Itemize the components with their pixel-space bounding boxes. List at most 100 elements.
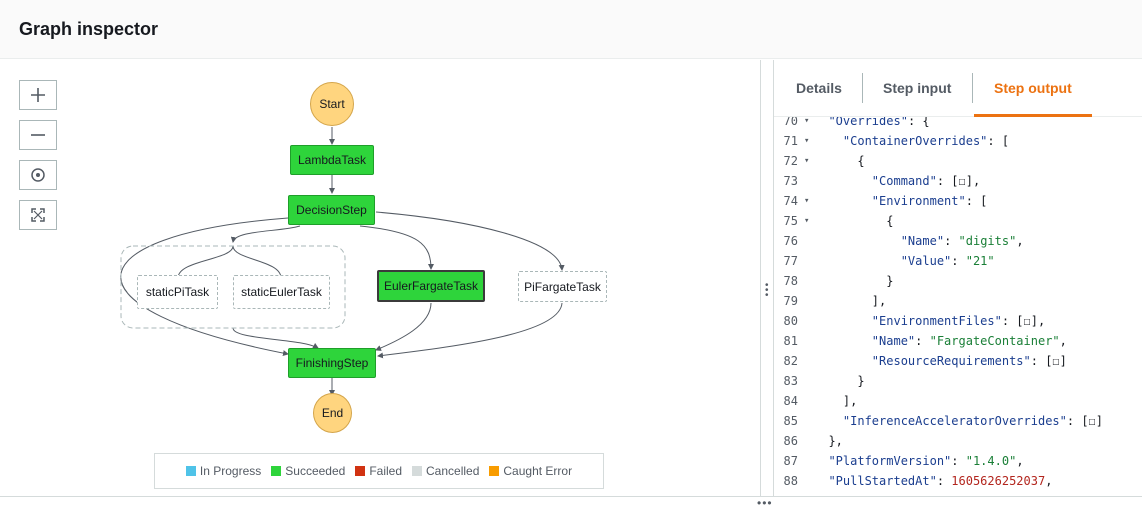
fold-toggle-icon[interactable]: ▾ [804,117,810,126]
page-title: Graph inspector [19,19,159,39]
static-euler-task-node[interactable]: staticEulerTask [233,275,330,309]
code-line: 73 "Command": [☐], [774,171,1142,191]
code-line: 83 } [774,371,1142,391]
target-icon [31,168,45,182]
tab-details[interactable]: Details [796,80,842,96]
pi-fargate-task-node[interactable]: PiFargateTask [518,271,607,302]
static-pi-task-node[interactable]: staticPiTask [137,275,218,309]
code-text: "Name": "FargateContainer", [871,334,1067,348]
code-line: 88 "PullStartedAt": 1605626252037, [774,471,1142,491]
graph-panel[interactable]: Start LambdaTask DecisionStep staticPiTa… [0,60,760,496]
legend-swatch [355,466,366,476]
fold-toggle-icon[interactable]: ▾ [804,156,810,166]
line-number: 70 [783,117,798,128]
code-text: ], [814,294,887,308]
legend-label: In Progress [199,464,262,478]
plus-icon [31,88,45,102]
code-line: 80 "EnvironmentFiles": [☐], [774,311,1142,331]
line-number: 79 [783,294,798,308]
line-number: 87 [783,454,798,468]
details-panel: Details Step input Step output 70▾ "Over… [774,60,1142,496]
code-line: 76 "Name": "digits", [774,231,1142,251]
code-line: 72 ▾ { [774,151,1142,171]
code-text: ], [814,394,858,408]
line-number: 73 [783,174,798,188]
line-number: 76 [783,234,798,248]
legend-swatch [412,466,422,476]
expand-icon [31,208,45,222]
lambda-task-node[interactable]: LambdaTask [290,145,374,175]
line-number: 82 [783,354,798,368]
code-line: 74 ▾ "Environment": [ [774,191,1142,211]
code-line: 84 ], [774,391,1142,411]
zoom-in-button[interactable] [19,80,57,110]
finishing-step-node[interactable]: FinishingStep [288,348,376,378]
code-text: "EnvironmentFiles": [☐], [871,314,1046,328]
euler-fargate-task-node[interactable]: EulerFargateTask [377,270,485,302]
code-text: "Name": "digits", [900,234,1024,248]
legend-label: Caught Error [503,464,573,478]
state-machine-edges [120,127,565,396]
code-text: "Command": [☐], [871,174,981,188]
code-line: 79 ], [774,291,1142,311]
legend-label: Failed [369,464,402,478]
code-text: } [814,274,894,288]
line-number: 74 [783,194,798,208]
code-text: "ContainerOverrides": [ [842,134,1010,148]
active-tab-indicator [974,114,1092,117]
code-line: 86 }, [774,431,1142,451]
code-line: 82 "ResourceRequirements": [☐] [774,351,1142,371]
vertical-drag-handle-icon: ••• [765,280,769,301]
panel-splitter[interactable]: ••• [760,60,774,496]
legend-item: Failed [355,464,402,478]
line-number: 81 [783,334,798,348]
line-number: 78 [783,274,798,288]
line-number: 77 [783,254,798,268]
legend-label: Succeeded [285,464,346,478]
code-text: "PullStartedAt": 1605626252037, [828,474,1053,488]
start-node[interactable]: Start [310,82,354,126]
line-number: 88 [783,474,798,488]
code-line: 77 "Value": "21" [774,251,1142,271]
zoom-out-button[interactable] [19,120,57,150]
code-line: 70▾ "Overrides": { [774,117,1142,131]
header: Graph inspector [0,0,1142,59]
fold-toggle-icon[interactable]: ▾ [804,136,810,146]
fold-toggle-icon[interactable]: ▾ [804,216,810,226]
code-line: 87 "PlatformVersion": "1.4.0", [774,451,1142,471]
code-text: "InferenceAcceleratorOverrides": [☐] [842,414,1103,428]
end-node[interactable]: End [313,393,352,433]
tab-divider [862,73,863,103]
legend-item: Succeeded [271,464,345,478]
tab-step-input[interactable]: Step input [883,80,952,96]
fold-toggle-icon[interactable]: ▾ [804,196,810,206]
code-text: }, [814,434,843,448]
line-number: 83 [783,374,798,388]
fit-button[interactable] [19,200,57,230]
legend-item: In Progress [185,464,262,478]
line-number: 86 [783,434,798,448]
legend-label: Cancelled [426,464,480,478]
legend-item: Cancelled [412,464,479,478]
code-text: { [814,154,865,168]
code-text: "Value": "21" [900,254,995,268]
legend-swatch [489,466,500,476]
code-line: 78 } [774,271,1142,291]
code-text: "PlatformVersion": "1.4.0", [828,454,1024,468]
code-text: } [814,374,865,388]
bottom-splitter[interactable]: ••• [0,496,1142,510]
line-number: 84 [783,394,798,408]
code-line: 71 ▾ "ContainerOverrides": [ [774,131,1142,151]
line-number: 85 [783,414,798,428]
json-code-view[interactable]: 70▾ "Overrides": {71▾ "ContainerOverride… [774,117,1142,496]
tab-divider [972,73,973,103]
tab-step-output[interactable]: Step output [994,80,1072,96]
code-text: "Environment": [ [871,194,988,208]
code-line: 75▾ { [774,211,1142,231]
center-button[interactable] [19,160,57,190]
legend-swatch [271,466,282,476]
decision-step-node[interactable]: DecisionStep [288,195,375,225]
line-number: 72 [783,154,798,168]
line-number: 71 [783,134,798,148]
